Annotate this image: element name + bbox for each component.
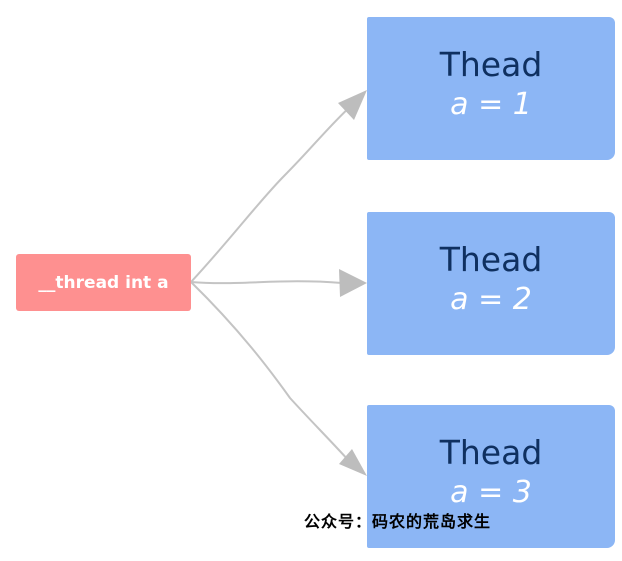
thread-local-variable-box: __thread int a — [16, 254, 191, 311]
thread-value: a = 1 — [450, 87, 532, 122]
thread-box-3: Thead a = 3 — [367, 405, 615, 548]
thread-title: Thead — [439, 433, 543, 472]
arrow-to-thread-3 — [190, 281, 351, 463]
arrow-to-thread-1 — [190, 104, 353, 283]
thread-title: Thead — [439, 45, 543, 84]
arrowhead-3 — [339, 449, 367, 476]
thread-box-1: Thead a = 1 — [367, 17, 615, 160]
source-label: __thread int a — [38, 272, 169, 293]
thread-value: a = 2 — [450, 282, 532, 317]
thread-box-2: Thead a = 2 — [367, 212, 615, 355]
arrow-to-thread-2 — [190, 280, 343, 285]
watermark: 公众号：码农的荒岛求生 — [304, 512, 492, 531]
thread-title: Thead — [439, 240, 543, 279]
thread-value: a = 3 — [450, 475, 532, 510]
arrowhead-1 — [338, 90, 367, 120]
arrowhead-2 — [339, 269, 367, 297]
